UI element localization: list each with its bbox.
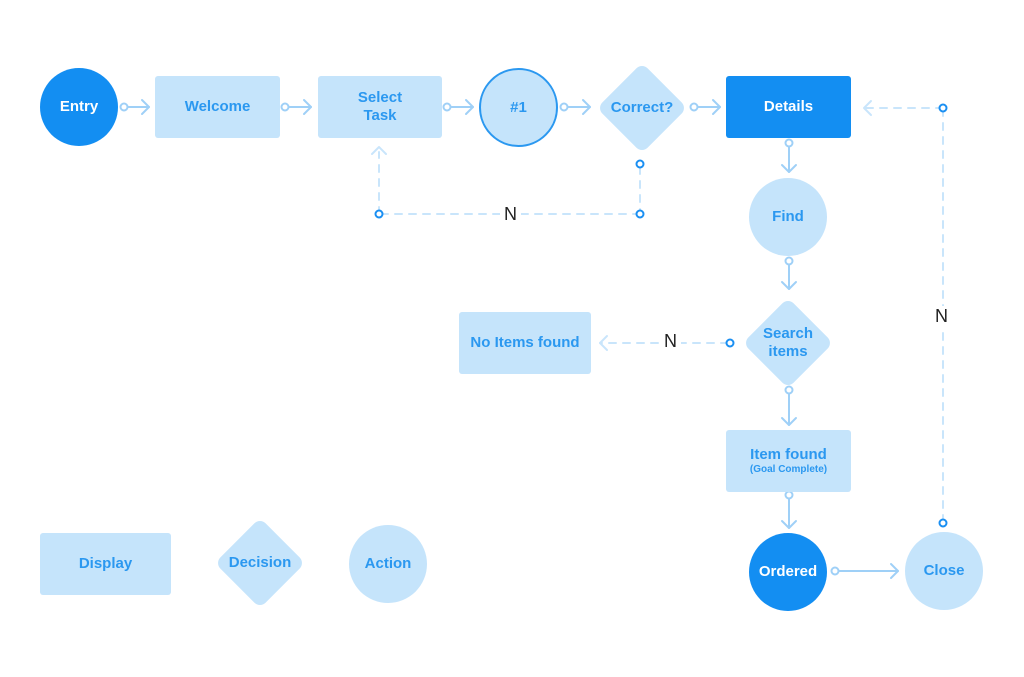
close-node: Close [905, 532, 983, 610]
welcome-label: Welcome [184, 98, 251, 115]
legend-decision-label: Decision [228, 554, 292, 571]
ordered-label: Ordered [758, 563, 818, 580]
find-node: Find [749, 178, 827, 256]
legend-decision: Decision [214, 517, 306, 609]
item-found-node: Item found (Goal Complete) [726, 430, 851, 492]
no-items-found-label: No Items found [470, 334, 580, 351]
item-found-label: Item found [750, 446, 827, 463]
search-items-label: Search items [762, 325, 814, 360]
select-task-node: Select Task [318, 76, 442, 138]
connector-dots [119, 102, 840, 576]
close-label: Close [923, 562, 965, 579]
entry-node: Entry [40, 68, 118, 146]
legend-action: Action [349, 525, 427, 603]
details-node: Details [726, 76, 851, 138]
select-task-label: Select Task [357, 89, 403, 124]
correct-label: Correct? [610, 99, 674, 116]
dashed-arrowheads [371, 100, 872, 351]
solid-connectors [126, 99, 899, 579]
correct-no-label: N [500, 204, 521, 225]
item-found-sublabel: (Goal Complete) [749, 464, 828, 475]
legend-display: Display [40, 533, 171, 595]
find-label: Find [772, 208, 804, 225]
legend-display-label: Display [78, 555, 133, 572]
close-no-label: N [931, 306, 952, 327]
legend-action-label: Action [364, 555, 412, 572]
step-1-node: #1 [479, 68, 558, 147]
no-items-found-node: No Items found [459, 312, 591, 374]
ordered-node: Ordered [749, 533, 827, 611]
details-label: Details [763, 98, 814, 115]
welcome-node: Welcome [155, 76, 280, 138]
search-items-decision-node: Search items [742, 297, 834, 389]
step-1-label: #1 [510, 98, 527, 116]
search-no-label: N [660, 331, 681, 352]
dashed-dots [374, 103, 948, 528]
entry-label: Entry [59, 98, 99, 115]
correct-decision-node: Correct? [596, 62, 688, 154]
